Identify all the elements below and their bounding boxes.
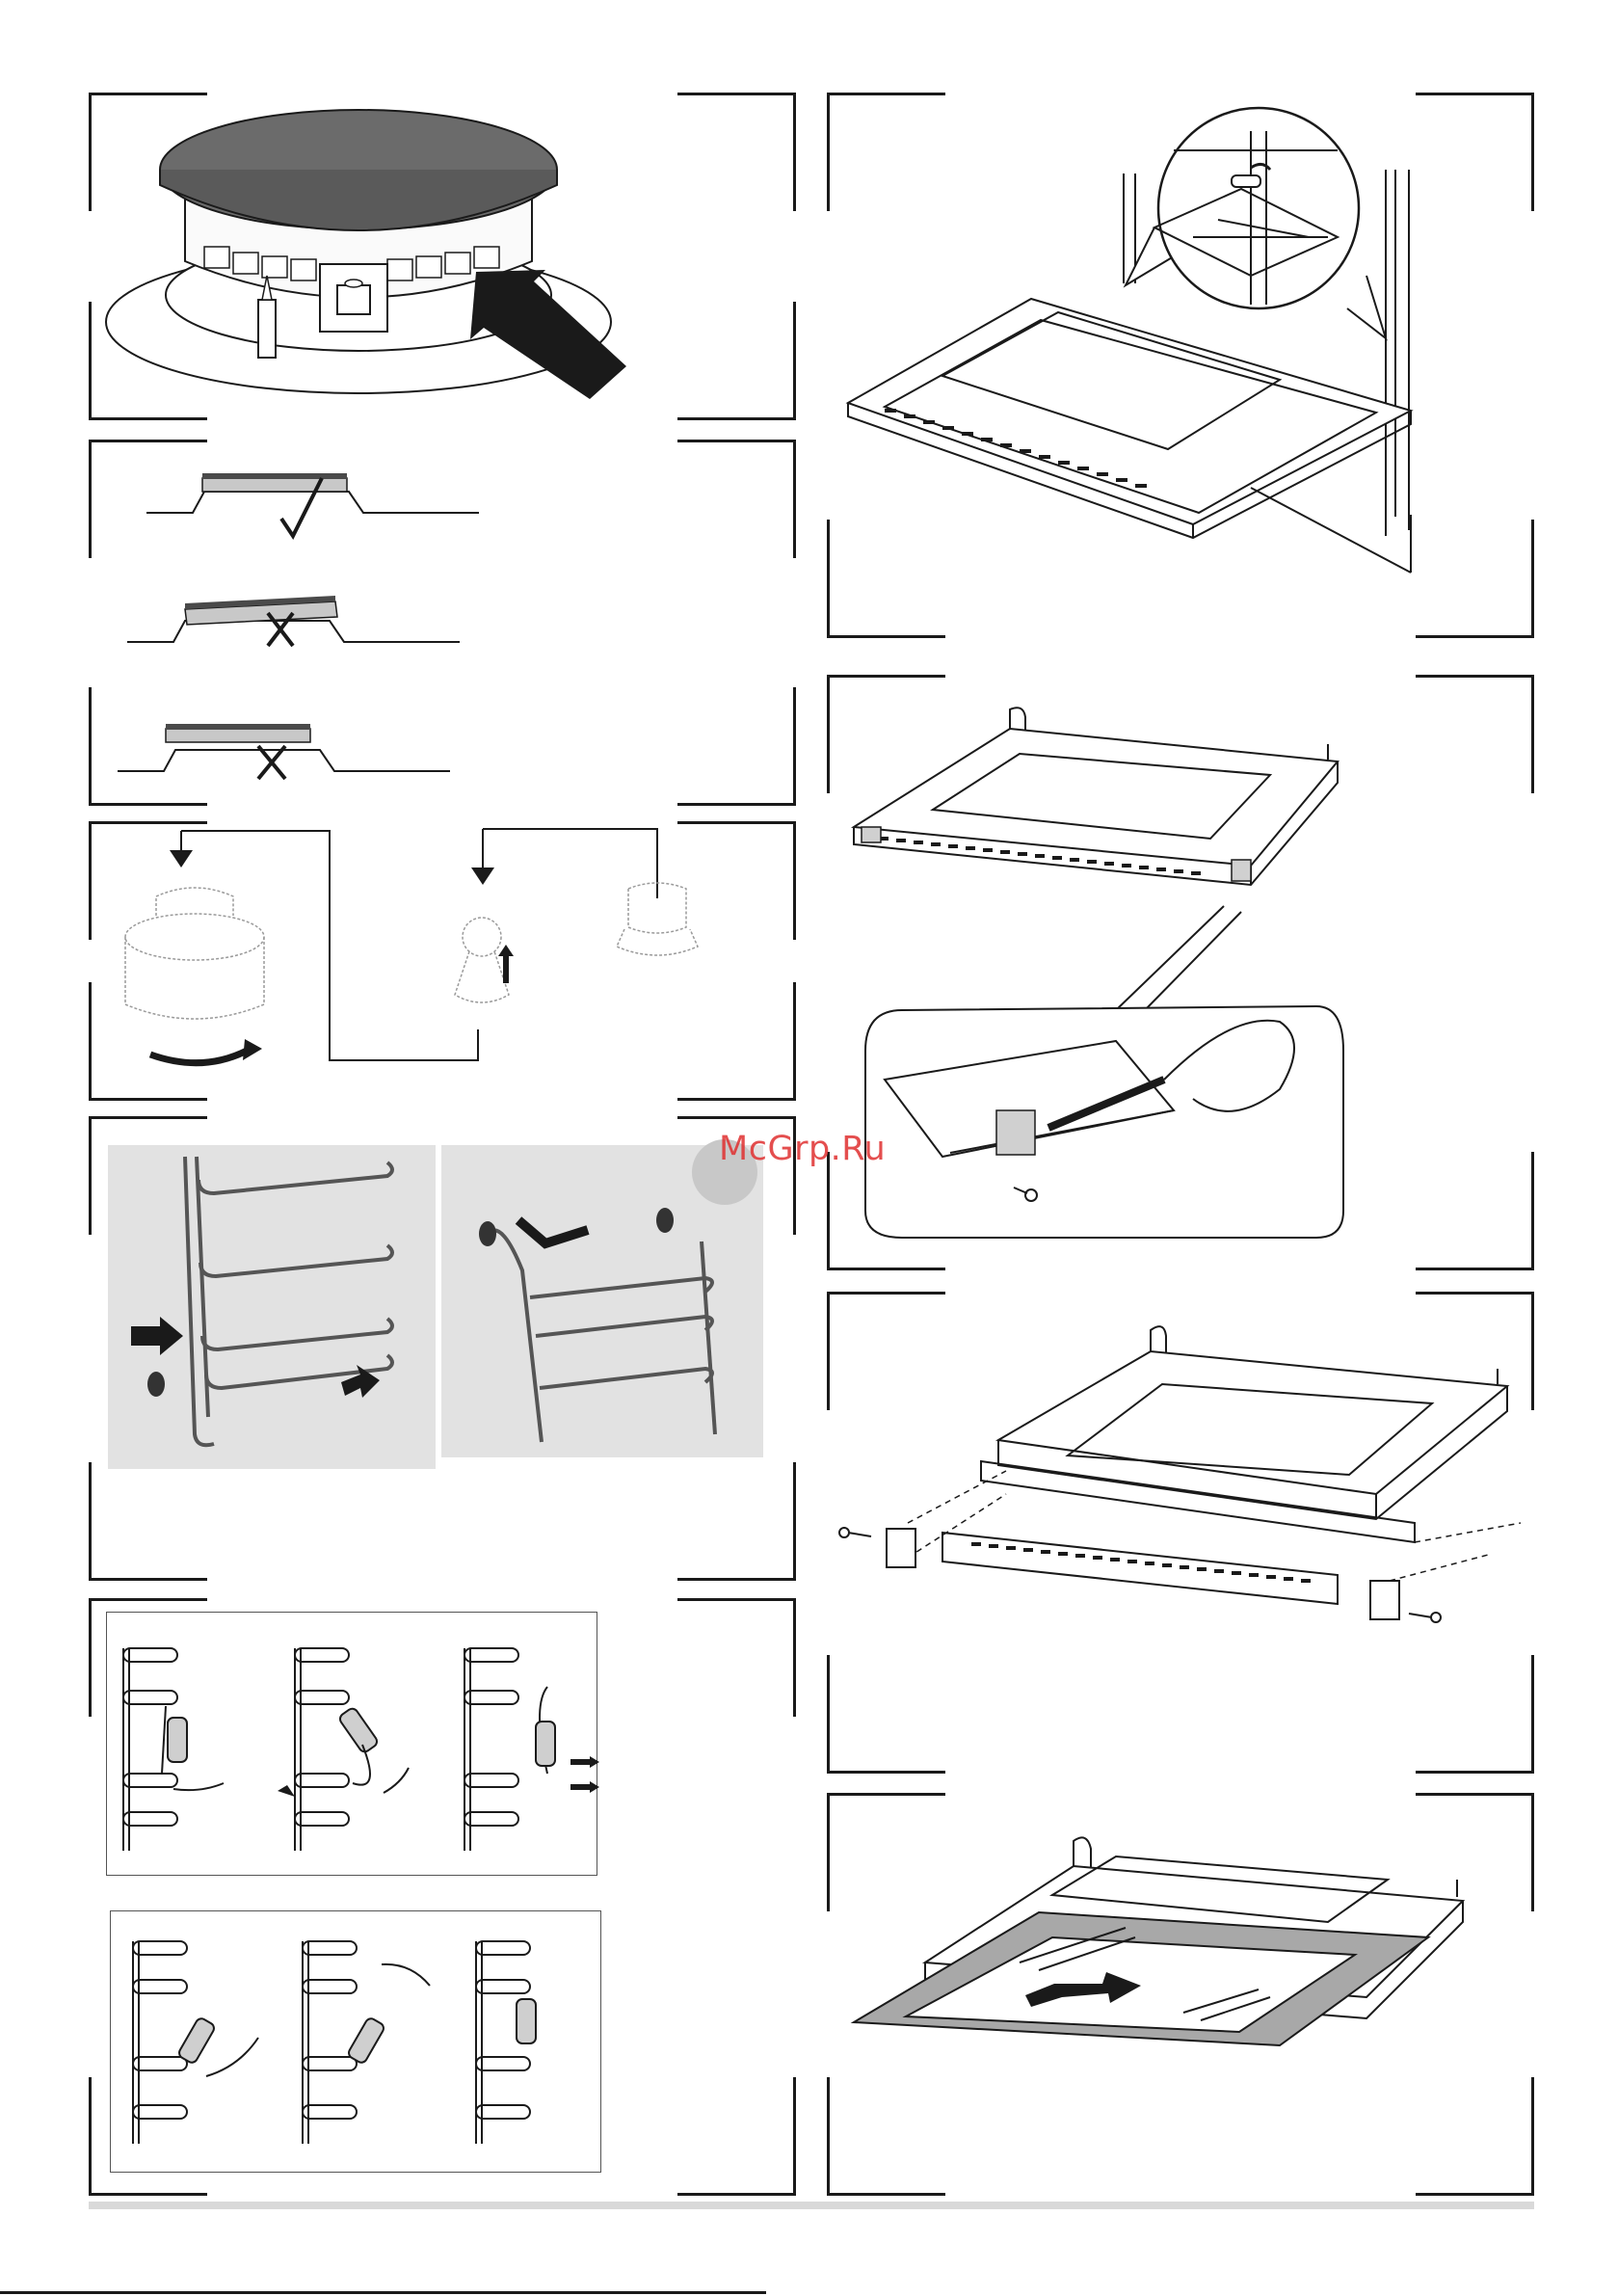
- bottom-rule: [0, 2291, 766, 2294]
- figure-shelf-guide: [89, 1116, 796, 1581]
- figure-oven-door: [827, 93, 1534, 638]
- figure-lamp-replacement: [89, 821, 796, 1101]
- figure-telescopic-runners: [89, 1598, 796, 2196]
- figure-cap-alignment: [89, 440, 796, 806]
- footer-bar: [89, 2202, 1534, 2209]
- watermark-text: McGrp.Ru: [719, 1130, 886, 1168]
- figure-door-glass: [827, 1793, 1534, 2196]
- figure-door-trim-exploded: [827, 1292, 1534, 1774]
- figure-door-trim-screw: [827, 675, 1534, 1270]
- figure-burner-cap: [89, 93, 796, 420]
